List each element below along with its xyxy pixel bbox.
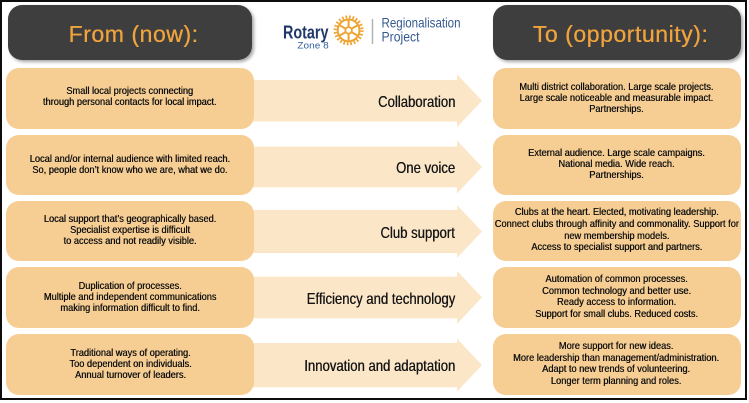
svg-text:Rotary: Rotary — [283, 21, 329, 42]
svg-text:Zone 8: Zone 8 — [297, 40, 328, 51]
svg-text:Regionalisation: Regionalisation — [382, 15, 461, 31]
svg-text:Project: Project — [382, 28, 420, 44]
